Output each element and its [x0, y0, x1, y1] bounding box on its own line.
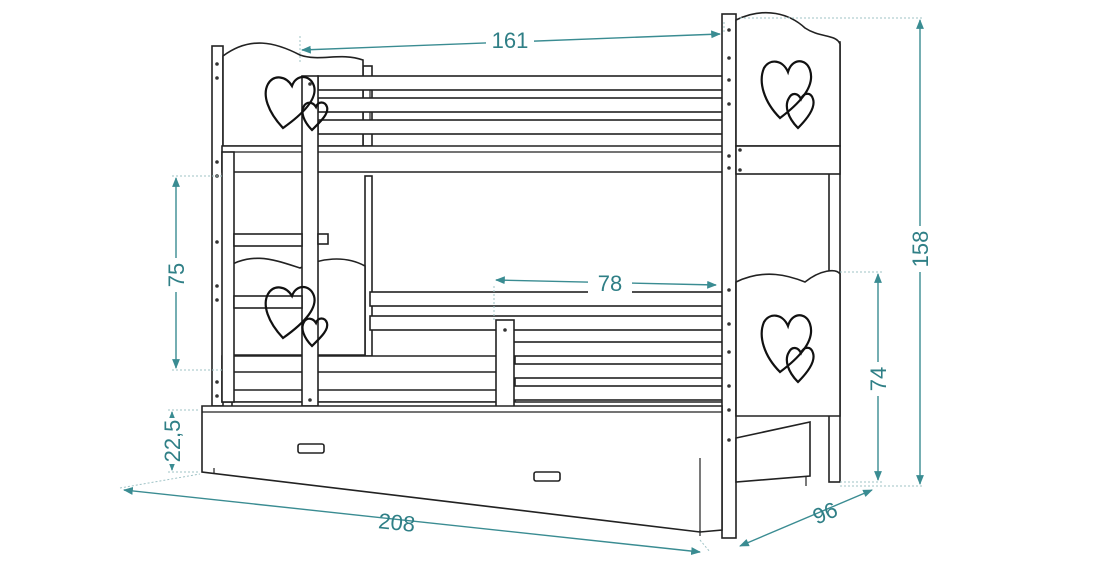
upper-headboard-panel — [735, 11, 841, 147]
left-front-structure — [215, 62, 329, 407]
label-rail-length: 78 — [598, 271, 622, 296]
label-drawer-height: 22,5 — [160, 420, 185, 463]
lower-front-rail-2 — [507, 363, 733, 379]
ladder-joint — [317, 233, 329, 245]
label-upper-length: 161 — [492, 28, 529, 53]
label-total-height: 158 — [908, 231, 933, 268]
drawer-front — [201, 405, 723, 533]
label-total-length: 208 — [377, 508, 416, 537]
right-front-headboard — [721, 11, 841, 539]
front-left-post — [221, 151, 235, 403]
upper-guard-rail-1 — [317, 75, 731, 91]
ladder-rung-1 — [233, 233, 303, 247]
lower-back-rail-1 — [369, 291, 731, 307]
lower-front-rail-1 — [507, 341, 733, 357]
heart-cutout-icon — [760, 314, 815, 384]
dim-line-total-length — [123, 487, 701, 555]
drawer — [201, 405, 811, 536]
lower-headboard-panel — [735, 269, 841, 417]
lower-slats — [231, 371, 501, 391]
upper-guard-rail-3 — [317, 119, 731, 135]
dimension-labels: 161 78 75 22,5 74 158 208 96 — [160, 28, 933, 537]
dim-line-depth — [739, 489, 873, 547]
heart-cutout-icon — [760, 60, 815, 130]
heart-cutout-icon — [264, 285, 329, 348]
front-right-post — [721, 13, 737, 539]
lower-back-rail-2 — [369, 315, 731, 331]
upper-headboard-rail — [735, 145, 841, 175]
upper-guard-rail-2 — [317, 97, 731, 113]
drawer-handle-icon — [533, 471, 561, 482]
label-lower-height: 75 — [164, 263, 189, 287]
drawer-side — [735, 421, 811, 483]
drawer-handle-icon — [297, 443, 325, 454]
lower-front-rail-3 — [507, 385, 733, 401]
upper-bed — [221, 75, 833, 173]
heart-cutout-icon — [264, 75, 329, 132]
label-depth: 96 — [809, 497, 841, 530]
label-side-height: 74 — [866, 367, 891, 391]
